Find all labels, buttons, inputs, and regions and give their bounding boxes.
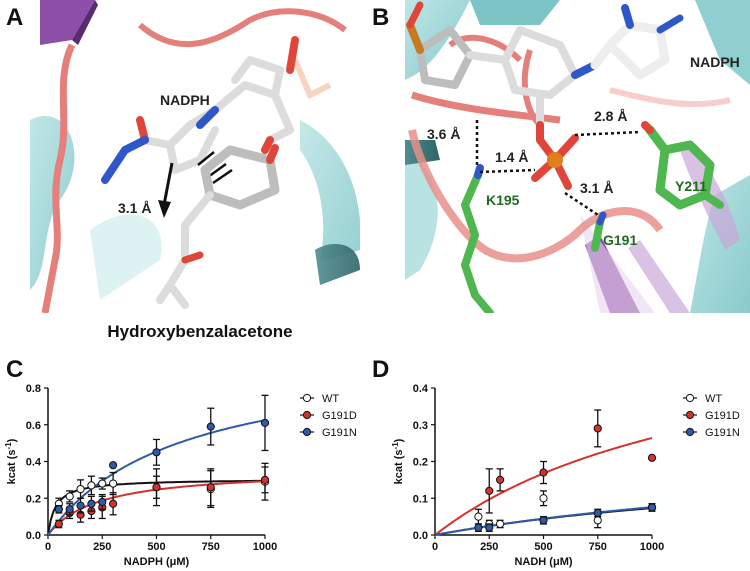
y-tick-label: 0.4 (413, 383, 429, 395)
data-point-wt (98, 479, 107, 488)
data-point-g191n (152, 448, 161, 457)
legend-item-g191n: G191N (683, 427, 740, 439)
x-tick-label: 500 (147, 541, 165, 553)
legend-item-g191d: G191D (300, 410, 357, 422)
legend-label: G191D (705, 410, 740, 422)
data-point-g191n (109, 461, 118, 470)
panel-b-distance-4: 3.1 Å (580, 180, 613, 196)
y-tick-label: 0.4 (26, 457, 42, 469)
data-point-g191n (539, 516, 548, 525)
data-point-g191n (65, 505, 74, 514)
panel-b-y211-label: Y211 (675, 178, 707, 194)
data-point-g191d (260, 475, 270, 484)
y-tick-label: 0.2 (413, 457, 428, 469)
data-point-g191n (260, 418, 270, 428)
panel-b-distance-2: 1.4 Å (495, 149, 528, 165)
data-point-g191d (647, 453, 657, 462)
panel-a-distance-label: 3.1 Å (118, 200, 151, 216)
legend-marker (302, 393, 312, 403)
legend-marker (685, 393, 695, 403)
x-tick-label: 0 (45, 541, 51, 553)
legend-label: WT (322, 393, 339, 405)
y-tick-label: 0.8 (26, 383, 41, 395)
data-point-wt (496, 519, 505, 529)
data-point-wt (109, 479, 118, 488)
data-point-g191d (539, 468, 548, 477)
x-axis-label: NADPH (μM) (124, 556, 190, 568)
data-point-g191d (152, 483, 161, 492)
data-point-wt (474, 512, 483, 521)
data-point-g191d (496, 475, 505, 484)
panel-a-ligand-label: Hydroxybenzalacetone (107, 322, 292, 341)
data-point-g191n (474, 523, 483, 532)
legend-item-wt: WT (683, 393, 722, 405)
x-tick-label: 750 (589, 541, 607, 553)
data-point-g191n (76, 501, 85, 510)
legend-marker (302, 410, 312, 420)
data-point-g191n (87, 499, 96, 508)
legend-label: WT (705, 393, 722, 405)
panel-letter-b: B (372, 4, 390, 31)
data-point-g191d (206, 483, 215, 492)
legend-item-wt: WT (300, 393, 339, 405)
data-point-g191n (54, 505, 63, 514)
legend-marker (685, 410, 695, 420)
x-tick-label: 1000 (253, 541, 277, 553)
x-tick-label: 250 (480, 541, 498, 553)
y-axis-label: kcat (s-1) (4, 438, 18, 484)
data-point-wt (87, 481, 96, 490)
data-point-g191n (98, 497, 107, 507)
panel-b-g191-label: G191 (603, 232, 637, 248)
panel-b-structure (405, 0, 750, 313)
legend-item-g191n: G191N (300, 427, 357, 439)
legend-item-g191d: G191D (683, 410, 740, 422)
data-point-wt (65, 492, 74, 501)
panel-letter-d: D (372, 356, 390, 383)
panel-a-structure (30, 0, 360, 313)
legend-label: G191D (322, 410, 357, 422)
data-point-g191d (109, 499, 118, 508)
panel-b-distance-3: 2.8 Å (594, 108, 627, 124)
legend-marker (302, 427, 312, 437)
legend-marker (685, 427, 695, 437)
data-point-wt (593, 516, 602, 525)
y-tick-label: 0.3 (413, 420, 428, 432)
legend-label: G191N (705, 427, 740, 439)
data-point-g191d (593, 424, 602, 433)
panel-letter-c: C (6, 356, 24, 383)
y-tick-label: 0.1 (413, 493, 428, 505)
data-point-wt (76, 484, 85, 494)
panel-b-k195-label: K195 (486, 192, 520, 208)
y-tick-label: 0.0 (26, 530, 41, 542)
data-point-g191n (485, 523, 494, 532)
x-tick-label: 500 (534, 541, 552, 553)
x-tick-label: 0 (432, 541, 438, 553)
data-point-g191d (485, 486, 494, 495)
panel-b-nadph-label: NADPH (690, 54, 740, 70)
y-tick-label: 0.0 (413, 530, 428, 542)
x-tick-label: 1000 (640, 541, 664, 553)
panel-b-distance-1: 3.6 Å (427, 126, 460, 142)
panel-a-nadph-label: NADPH (160, 92, 210, 108)
y-axis-label: kcat (s-1) (391, 438, 405, 484)
data-point-g191n (647, 503, 657, 512)
legend-label: G191N (322, 427, 357, 439)
x-axis-label: NADH (μM) (514, 556, 572, 568)
y-tick-label: 0.2 (26, 493, 41, 505)
panel-letter-a: A (6, 4, 24, 31)
data-point-g191d (54, 519, 63, 529)
x-tick-label: 250 (93, 541, 111, 553)
data-point-g191n (593, 508, 602, 518)
data-point-wt (539, 494, 548, 503)
y-tick-label: 0.6 (26, 420, 41, 432)
data-point-g191n (206, 422, 215, 431)
x-tick-label: 750 (202, 541, 220, 553)
